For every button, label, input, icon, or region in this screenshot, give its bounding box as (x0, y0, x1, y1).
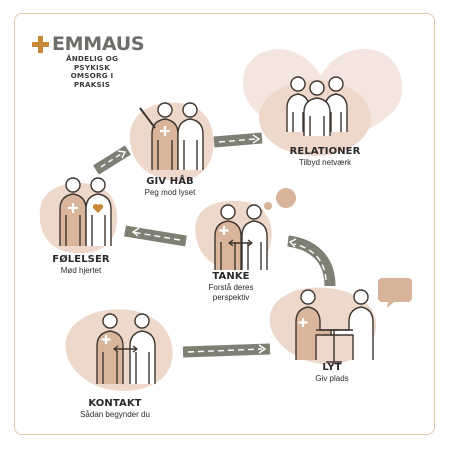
step-subtitle: Giv plads (315, 374, 349, 383)
plus-icon (160, 126, 170, 136)
step-title: LYT (322, 362, 342, 373)
step-title: FØLELSER (52, 254, 110, 265)
road-tanke-to-foelelser (124, 225, 187, 247)
road-foelelser-to-givhaab (93, 145, 131, 175)
arrow-icon (252, 134, 261, 144)
relationer-people-icon (286, 76, 348, 136)
step-title: GIV HÅB (146, 176, 194, 187)
emmaus-logo: EMMAUS (32, 33, 145, 55)
step-tanke: TANKE Forstå deres perspektiv (186, 271, 276, 302)
table (316, 329, 353, 363)
plus-icon (32, 35, 49, 53)
arrow-icon (131, 227, 140, 237)
step-subtitle: Mød hjertet (60, 266, 102, 275)
heart-icon (92, 204, 104, 213)
step-subtitle: Tilbyd netværk (298, 158, 352, 167)
plus-icon (219, 226, 229, 235)
thought-bubble-mid (264, 202, 272, 210)
lyt-people-icon (295, 289, 374, 363)
foelelser-people-icon (59, 177, 112, 246)
plus-icon (68, 203, 78, 213)
arrow-icon (258, 344, 267, 354)
arrow-icon (228, 239, 253, 247)
step-subtitle: Forstå deres (208, 283, 254, 292)
kontakt-people-icon (96, 313, 156, 384)
road-lyt-to-tanke (287, 235, 336, 287)
step-title: RELATIONER (289, 146, 361, 157)
tagline: ÅNDELIG OG PSYKISK OMSORG I PRAKSIS (65, 54, 119, 89)
givhaab-people-icon (139, 102, 204, 170)
arrow-icon (288, 238, 297, 248)
step-relationer: RELATIONER Tilbyd netværk (270, 146, 380, 167)
step-giv-haab: GIV HÅB Peg mod lyset (120, 176, 220, 197)
arrow-icon (117, 150, 127, 159)
step-subtitle: Peg mod lyset (144, 188, 196, 197)
logo-wordmark: EMMAUS (52, 33, 145, 55)
step-title: KONTAKT (88, 398, 142, 409)
road-givhaab-to-relationer (213, 132, 263, 148)
step-subtitle: perspektiv (212, 293, 250, 302)
plus-icon (298, 318, 308, 327)
step-subtitle: Sådan begynder du (80, 410, 150, 419)
arrow-icon (113, 345, 138, 353)
road-kontakt-to-lyt (182, 343, 271, 358)
thought-bubble-large (276, 188, 296, 208)
step-lyt: LYT Giv plads (292, 362, 372, 383)
plus-icon (101, 335, 111, 344)
tanke-people-icon (214, 204, 268, 270)
step-kontakt: KONTAKT Sådan begynder du (60, 398, 170, 419)
step-foelelser: FØLELSER Mød hjertet (36, 254, 126, 275)
speech-bubble-icon (378, 278, 412, 308)
step-title: TANKE (212, 271, 250, 282)
